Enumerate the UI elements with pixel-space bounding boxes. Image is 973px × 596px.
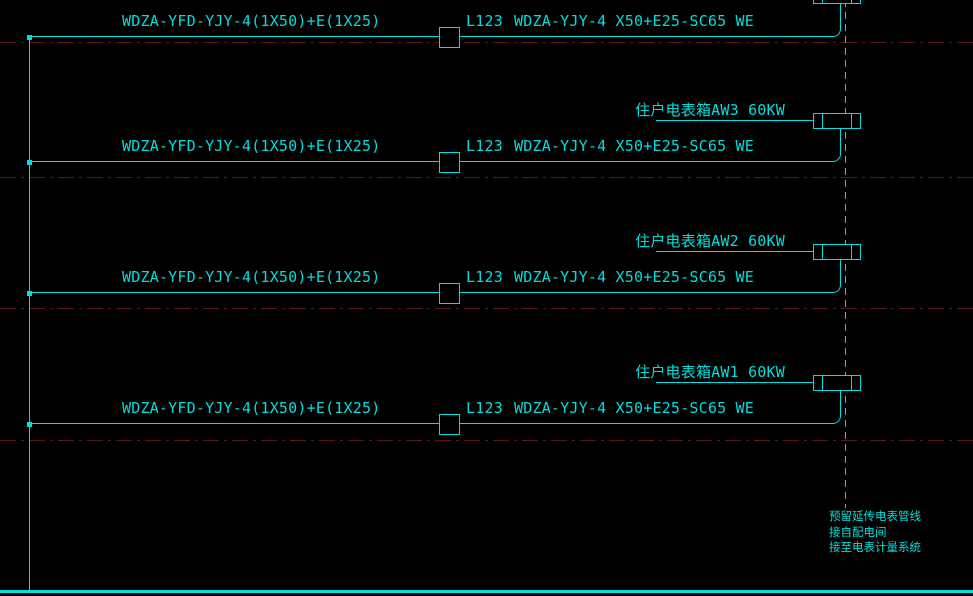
breaker-symbol [439,151,460,173]
meter-box [813,375,861,391]
meter-box-divider [851,245,853,259]
feeder-cable-label: WDZA-YFD-YJY-4(1X50)+E(1X25) [122,12,381,30]
feeder-cable-label: WDZA-YFD-YJY-4(1X50)+E(1X25) [122,137,381,155]
junction-dot [27,291,32,296]
meter-box-label: 住户电表箱AW2 60KW [635,232,785,250]
circuit-line-bend [833,260,841,293]
branch-cable-label: WDZA-YJY-4 X50+E25-SC65 WE [514,12,754,30]
breaker-symbol [439,282,460,304]
feeder-cable-label: WDZA-YFD-YJY-4(1X50)+E(1X25) [122,268,381,286]
meter-box-divider [851,376,853,390]
floor-grid-line [0,42,973,44]
circuit-line [30,160,833,162]
junction-dot [27,422,32,427]
meter-box-divider [822,114,824,128]
meter-box-divider [822,0,824,3]
meter-box-divider [822,245,824,259]
meter-label-underline [656,251,834,253]
junction-dot [27,160,32,165]
circuit-number-label: L123 [466,137,503,155]
branch-cable-label: WDZA-YJY-4 X50+E25-SC65 WE [514,399,754,417]
meter-box-label: 住户电表箱AW1 60KW [635,363,785,381]
circuit-line-bend [833,129,841,162]
annotation-note-line: 接至电表计量系统 [829,540,921,554]
meter-box [813,0,861,4]
left-bus-line [29,37,31,591]
circuit-line [30,35,833,37]
circuit-number-label: L123 [466,399,503,417]
meter-box-divider [822,376,824,390]
meter-label-underline [656,382,834,384]
meter-box-label: 住户电表箱AW3 60KW [635,101,785,119]
branch-cable-label: WDZA-YJY-4 X50+E25-SC65 WE [514,268,754,286]
floor-grid-line [0,440,973,442]
annotation-note: 预留延传电表管线 接自配电间 接至电表计量系统 [829,509,921,556]
circuit-number-label: L123 [466,268,503,286]
floor-grid-line [0,308,973,310]
feeder-cable-label: WDZA-YFD-YJY-4(1X50)+E(1X25) [122,399,381,417]
branch-cable-label: WDZA-YJY-4 X50+E25-SC65 WE [514,137,754,155]
circuit-line-bend [833,391,841,424]
breaker-symbol [439,413,460,435]
drawing-border-line [0,590,973,593]
meter-box-divider [851,0,853,3]
annotation-note-line: 预留延传电表管线 [829,509,921,523]
circuit-line [30,291,833,293]
junction-dot [27,35,32,40]
circuit-number-label: L123 [466,12,503,30]
circuit-line [30,422,833,424]
meter-box-divider [851,114,853,128]
circuit-line-bend [833,4,841,37]
meter-box [813,244,861,260]
meter-box [813,113,861,129]
breaker-symbol [439,26,460,48]
meter-label-underline [656,120,834,122]
annotation-note-line: 接自配电间 [829,524,887,539]
floor-grid-line [0,177,973,179]
